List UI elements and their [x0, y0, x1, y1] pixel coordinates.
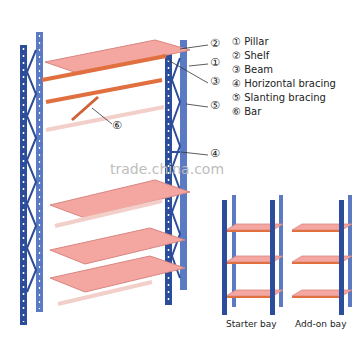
horizontal-bracing: [172, 151, 180, 153]
slanting-bracing: [27, 50, 36, 292]
shelf: [50, 228, 185, 264]
bar: [72, 97, 98, 120]
watermark: trade.china.com: [110, 162, 224, 177]
beam: [226, 230, 273, 232]
leader-line: [168, 60, 208, 83]
beam: [292, 262, 342, 264]
legend-item: ④ Horizontal bracing: [232, 78, 336, 89]
leader-line: [181, 152, 208, 155]
legend-item: ③ Beam: [232, 64, 273, 75]
callout-number: ④: [210, 148, 220, 160]
leader-line: [92, 108, 112, 124]
callout-number: ③: [210, 76, 220, 88]
beam: [58, 282, 152, 304]
bay-caption: Starter bay: [226, 320, 277, 330]
pillar: [222, 200, 227, 315]
shelf: [45, 40, 190, 74]
beam: [46, 80, 162, 102]
pillar: [20, 45, 27, 325]
beam: [46, 107, 164, 130]
pillar-holes: [23, 48, 25, 322]
bay-caption: Add-on bay: [295, 320, 346, 330]
leader-line: [189, 64, 208, 66]
callout-number: ①: [210, 57, 220, 69]
beam: [55, 201, 162, 226]
pillar-holes: [39, 35, 40, 309]
legend-item: ⑥ Bar: [232, 106, 261, 117]
legend-item: ① Pillar: [232, 36, 269, 47]
legend-item: ② Shelf: [232, 50, 269, 61]
pillar: [339, 200, 344, 315]
callout-number: ⑥: [112, 120, 122, 132]
legend-item: ⑤ Slanting bracing: [232, 92, 326, 103]
callout-number: ⑤: [210, 100, 220, 112]
beam: [292, 230, 342, 232]
callout-number: ②: [210, 38, 220, 50]
beam: [226, 262, 273, 264]
shelf: [50, 256, 185, 292]
pillar: [270, 200, 275, 315]
beam: [226, 296, 273, 298]
beam: [42, 56, 166, 80]
leader-line: [180, 45, 208, 49]
beam: [292, 296, 342, 298]
leader-line: [186, 104, 208, 107]
